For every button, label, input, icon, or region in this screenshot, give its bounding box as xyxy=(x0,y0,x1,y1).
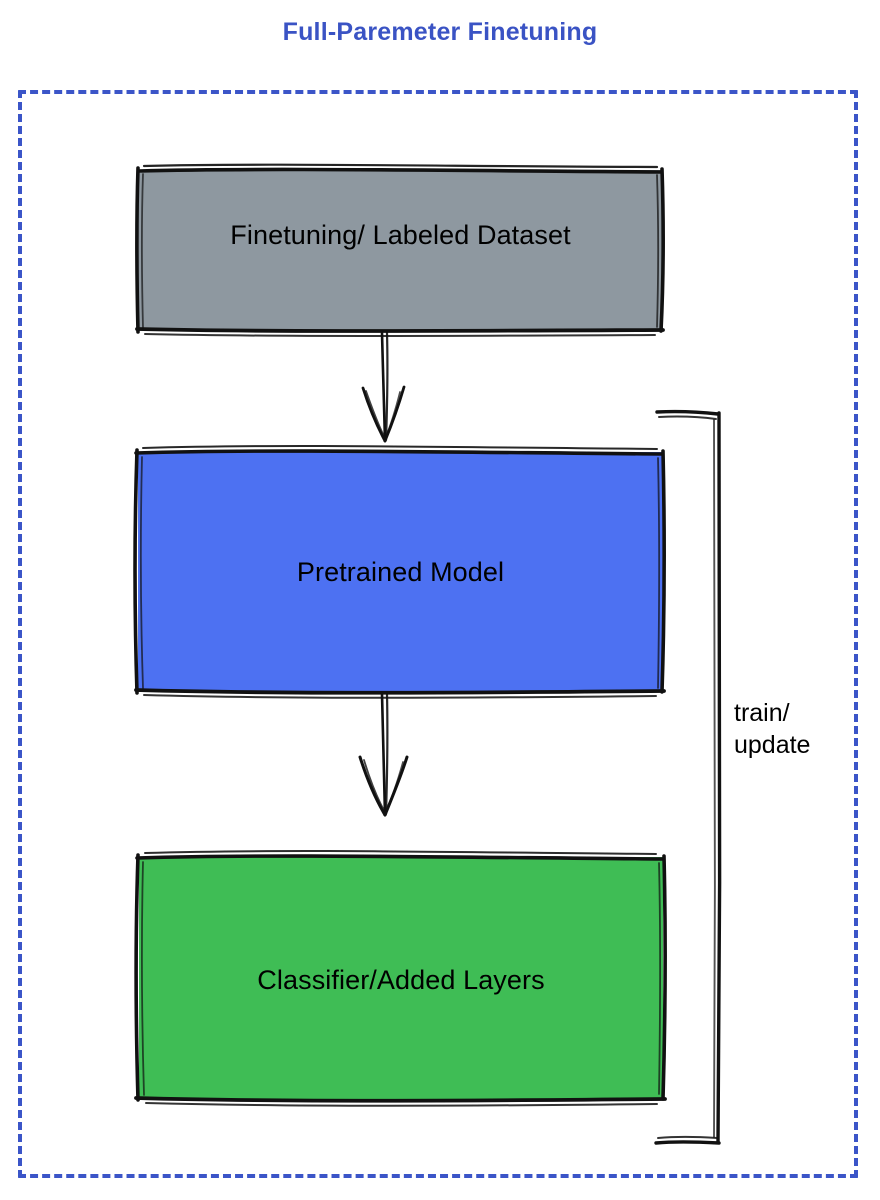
node-finetuning-labeled-dataset[interactable]: Finetuning/ Labeled Dataset xyxy=(138,170,663,330)
node-pretrained-model[interactable]: Pretrained Model xyxy=(138,452,663,692)
node-finetuning-labeled-dataset-label: Finetuning/ Labeled Dataset xyxy=(230,220,571,250)
node-pretrained-model-label: Pretrained Model xyxy=(296,557,505,587)
diagram-outer-frame xyxy=(18,90,858,1178)
edge-feedback-loop-label-line2: update xyxy=(734,731,811,759)
edge-feedback-loop-label-line1: train/ xyxy=(734,699,790,727)
node-classifier-added-layers-label: Classifier/Added Layers xyxy=(257,965,545,995)
node-classifier-added-layers[interactable]: Classifier/Added Layers xyxy=(139,857,663,1100)
edge-feedback-loop-label: train/ update xyxy=(734,697,854,761)
page-title: Full-Paremeter Finetuning xyxy=(282,18,598,46)
